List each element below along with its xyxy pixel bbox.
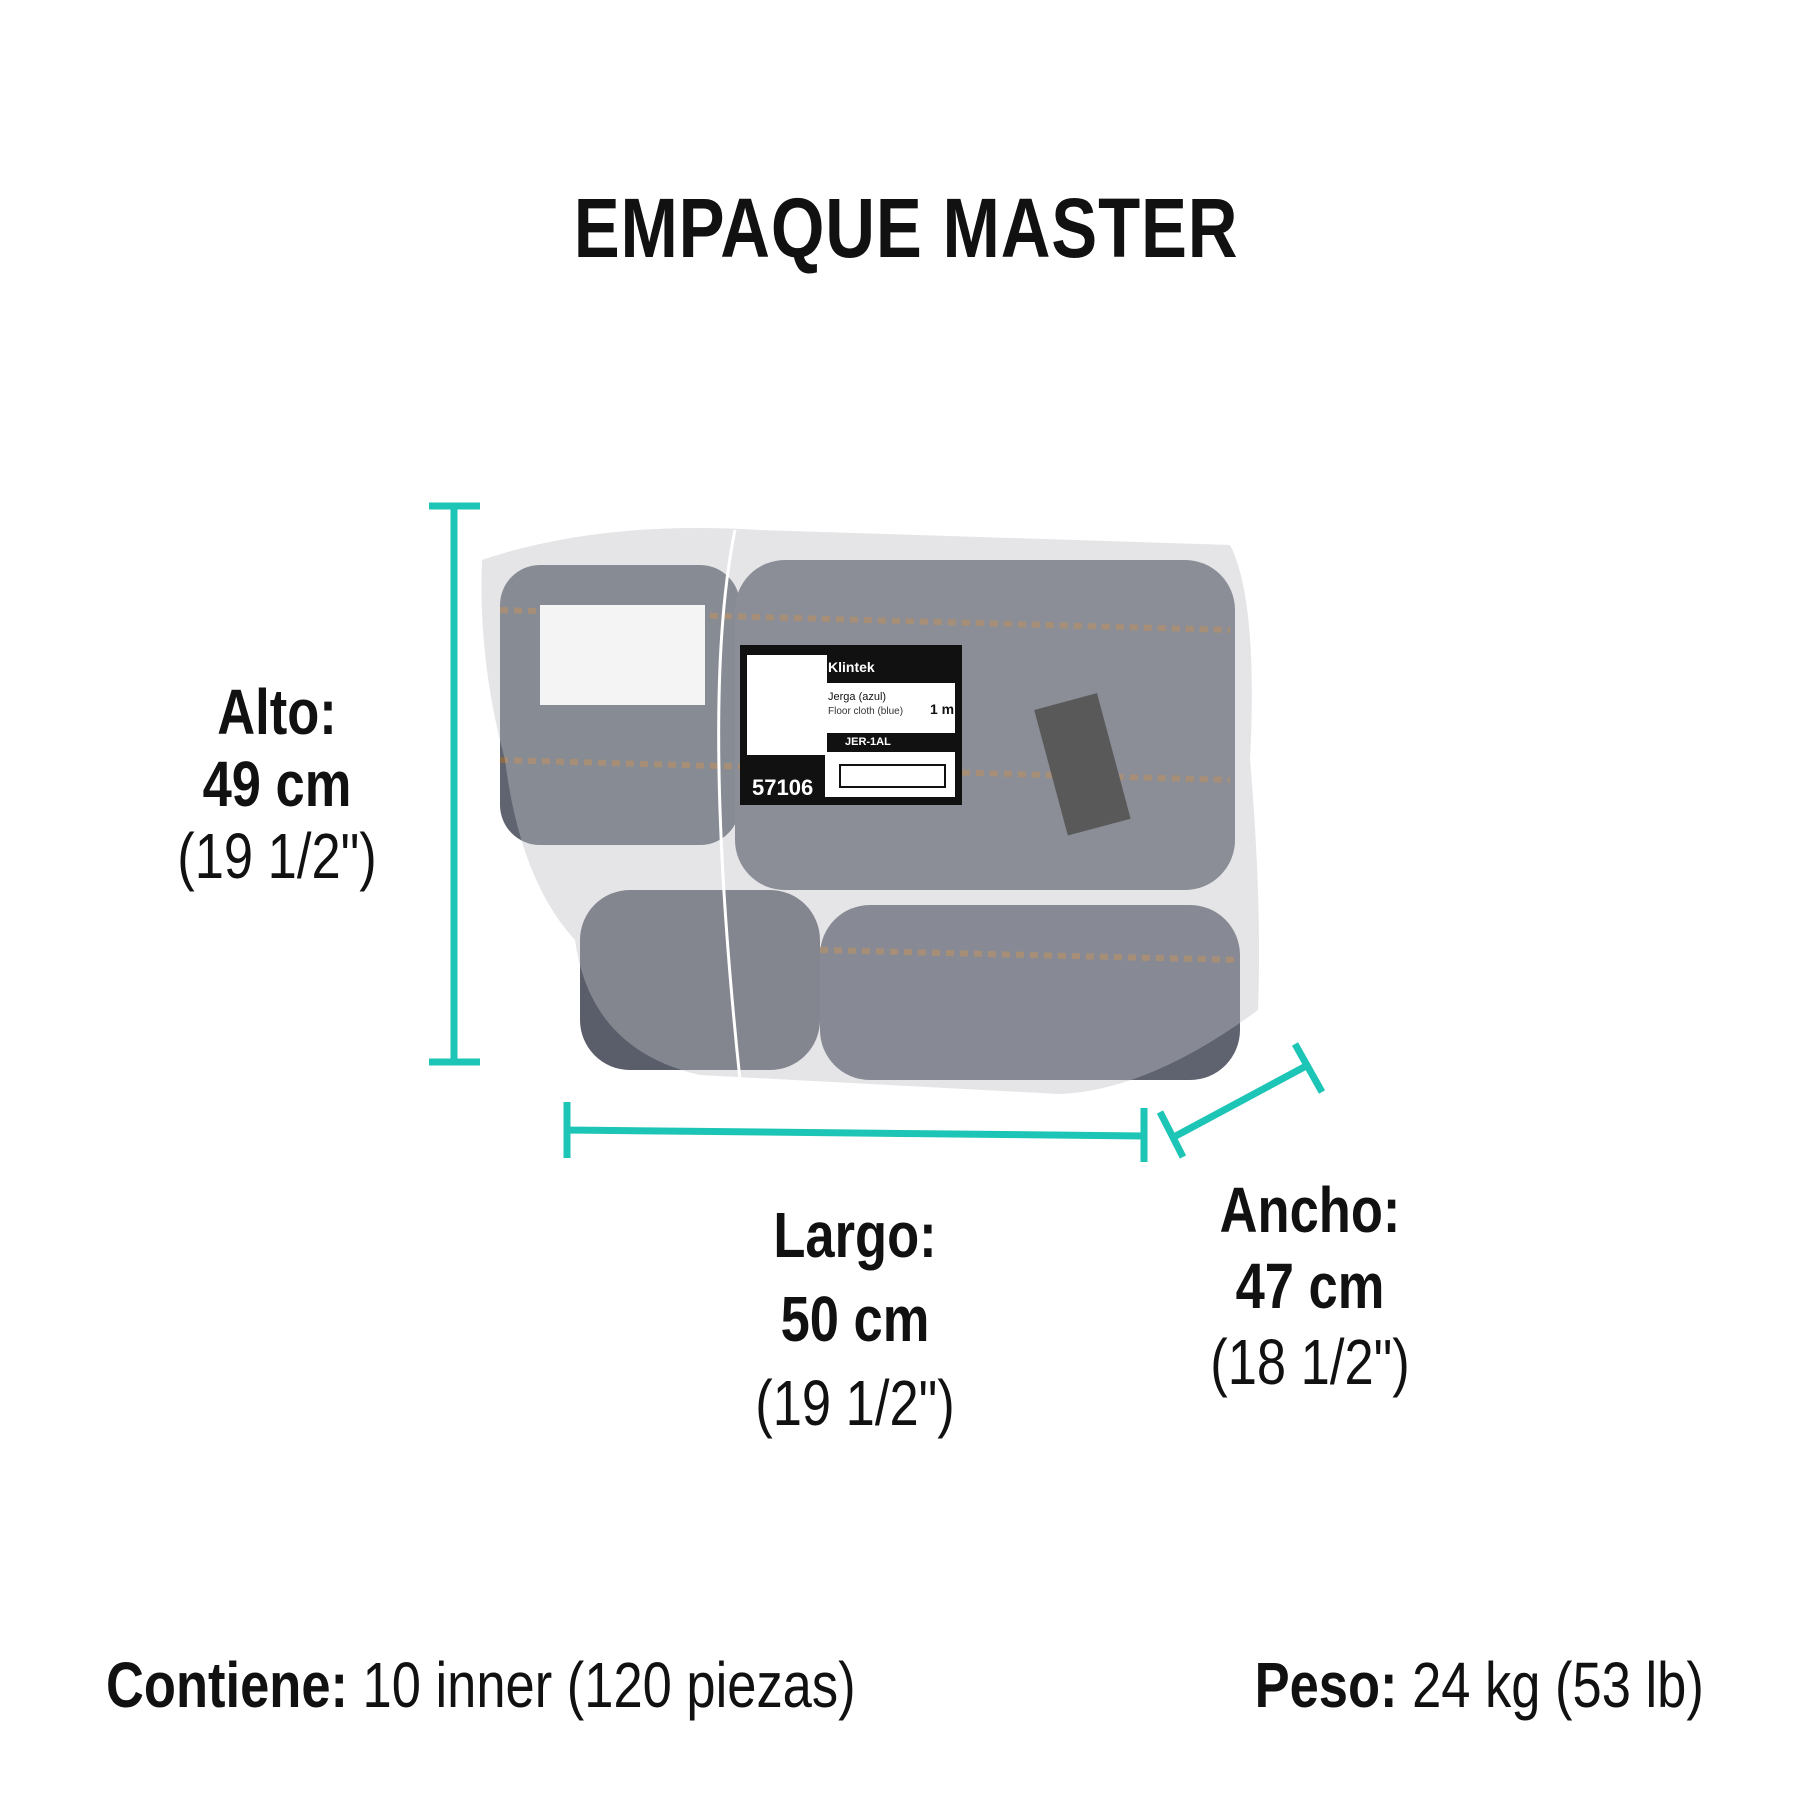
label-code: 57106 bbox=[752, 775, 813, 800]
length-title: Largo: bbox=[773, 1199, 937, 1271]
weight-label: Peso: bbox=[1254, 1649, 1398, 1721]
height-label: Alto: 49 cm (19 1/2") bbox=[113, 676, 441, 892]
length-label: Largo: 50 cm (19 1/2") bbox=[691, 1193, 1019, 1445]
label-size: 1 m bbox=[930, 701, 954, 717]
label-name-en: Floor cloth (blue) bbox=[828, 706, 903, 717]
width-dimension-line bbox=[1156, 1042, 1326, 1159]
width-title: Ancho: bbox=[1219, 1174, 1401, 1246]
height-metric: 49 cm bbox=[202, 748, 352, 820]
contents-value: 10 inner (120 piezas) bbox=[362, 1649, 856, 1721]
label-name: Jerga (azul) bbox=[828, 691, 886, 703]
page-title: EMPAQUE MASTER bbox=[573, 181, 1239, 275]
label-brand: Klintek bbox=[828, 659, 875, 675]
product-label: Klintek Jerga (azul) Floor cloth (blue) … bbox=[740, 645, 962, 805]
width-imperial: (18 1/2") bbox=[1210, 1326, 1410, 1398]
contents-label: Contiene: bbox=[106, 1649, 348, 1721]
length-imperial: (19 1/2") bbox=[755, 1367, 955, 1439]
weight-value: 24 kg (53 lb) bbox=[1412, 1649, 1704, 1721]
height-title: Alto: bbox=[217, 676, 337, 748]
label-clave: JER-1AL bbox=[845, 736, 891, 748]
length-dimension-line bbox=[563, 1102, 1148, 1162]
master-package-photo: Klintek Jerga (azul) Floor cloth (blue) … bbox=[481, 528, 1259, 1094]
contents-info: Contiene: 10 inner (120 piezas) bbox=[106, 1648, 856, 1722]
height-dimension-line bbox=[429, 502, 480, 1066]
dimension-lines bbox=[429, 502, 1326, 1162]
width-label: Ancho: 47 cm (18 1/2") bbox=[1146, 1172, 1474, 1400]
weight-info: Peso: 24 kg (53 lb) bbox=[1255, 1648, 1704, 1722]
height-imperial: (19 1/2") bbox=[177, 820, 377, 892]
width-metric: 47 cm bbox=[1235, 1250, 1385, 1322]
length-metric: 50 cm bbox=[780, 1283, 930, 1355]
